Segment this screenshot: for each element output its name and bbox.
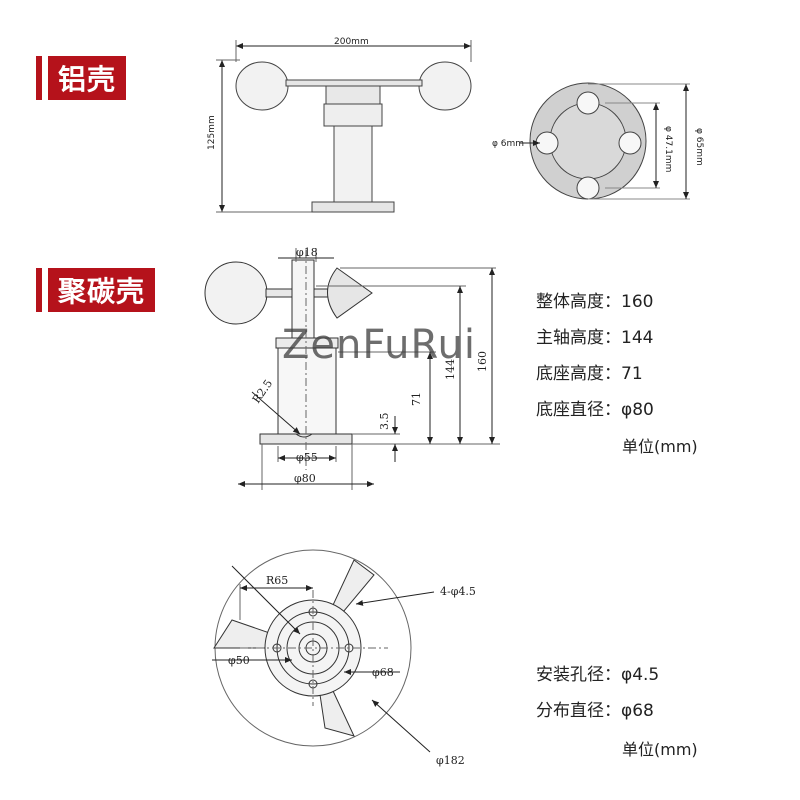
dim-base-3-5: 3.5 [378,413,391,431]
dim-height-144: 144 [444,359,457,380]
dim-height-71: 71 [410,392,423,406]
spec-row: 主轴高度：144 [536,323,653,348]
spec-value: 160 [621,292,654,312]
unit-label: 单位(mm) [622,740,698,759]
dim-radius-65: R65 [266,574,288,587]
spec-value: φ68 [621,701,654,721]
watermark-text: ZenFuRui [282,322,476,368]
spec-label: 整体高度： [536,292,621,312]
dim-outer-65: φ 65mm [694,128,704,166]
cup-right [418,61,472,111]
polycarbon-side-view [204,248,500,490]
mount-hole [576,176,600,200]
spec-row: 底座高度：71 [536,359,643,384]
mount-hole [618,131,642,155]
cup-left [235,61,289,111]
polycarbon-shell-label: 聚碳壳 [48,268,156,312]
spec-value: φ80 [621,400,654,420]
spec-value: 144 [621,328,654,348]
polycarbon-top-view [212,549,435,753]
spec-label: 底座直径： [536,400,621,420]
spec-row: 整体高度：160 [536,287,653,312]
dim-height-160: 160 [476,351,489,372]
polycarbon-shell-tag: 聚碳壳 [36,268,156,312]
dim-pcd-68: φ68 [372,666,394,679]
unit-label: 单位(mm) [622,437,698,456]
dim-base-inner-55: φ55 [296,451,318,464]
aluminum-shell-label: 铝壳 [48,56,127,100]
tag-accent-bar [36,56,42,100]
spec-row: 底座直径：φ80 [536,395,654,420]
dim-holes-4-5: 4-φ4.5 [440,585,476,598]
spec-value: 71 [621,364,643,384]
dim-height-125: 125mm [207,115,217,150]
spec-label: 主轴高度： [536,328,621,348]
dim-inner-50: φ50 [228,654,250,667]
dim-radius-2-5: R2.5 [250,377,275,406]
spec-label: 安装孔径： [536,665,621,685]
aluminum-side-view [216,40,472,213]
dim-base-outer-80: φ80 [294,472,316,485]
dim-hole-6: φ 6mm [492,139,524,149]
spec-label: 底座高度： [536,364,621,384]
spec-label: 分布直径： [536,701,621,721]
dim-sweep-182: φ182 [436,754,465,767]
mount-hole [576,91,600,115]
dim-pcd-47: φ 47.1mm [663,126,673,172]
aluminum-flange-view [520,82,690,200]
aluminum-shell-tag: 铝壳 [36,56,127,100]
tag-accent-bar [36,268,42,312]
spec-value: φ4.5 [621,665,660,685]
spec-row: 分布直径：φ68 [536,696,654,721]
cup-left [204,261,268,325]
dim-shaft-18: φ18 [296,246,318,259]
cup-right [327,267,373,319]
spec-row: 安装孔径：φ4.5 [536,660,659,685]
dim-width-200: 200mm [334,37,369,47]
